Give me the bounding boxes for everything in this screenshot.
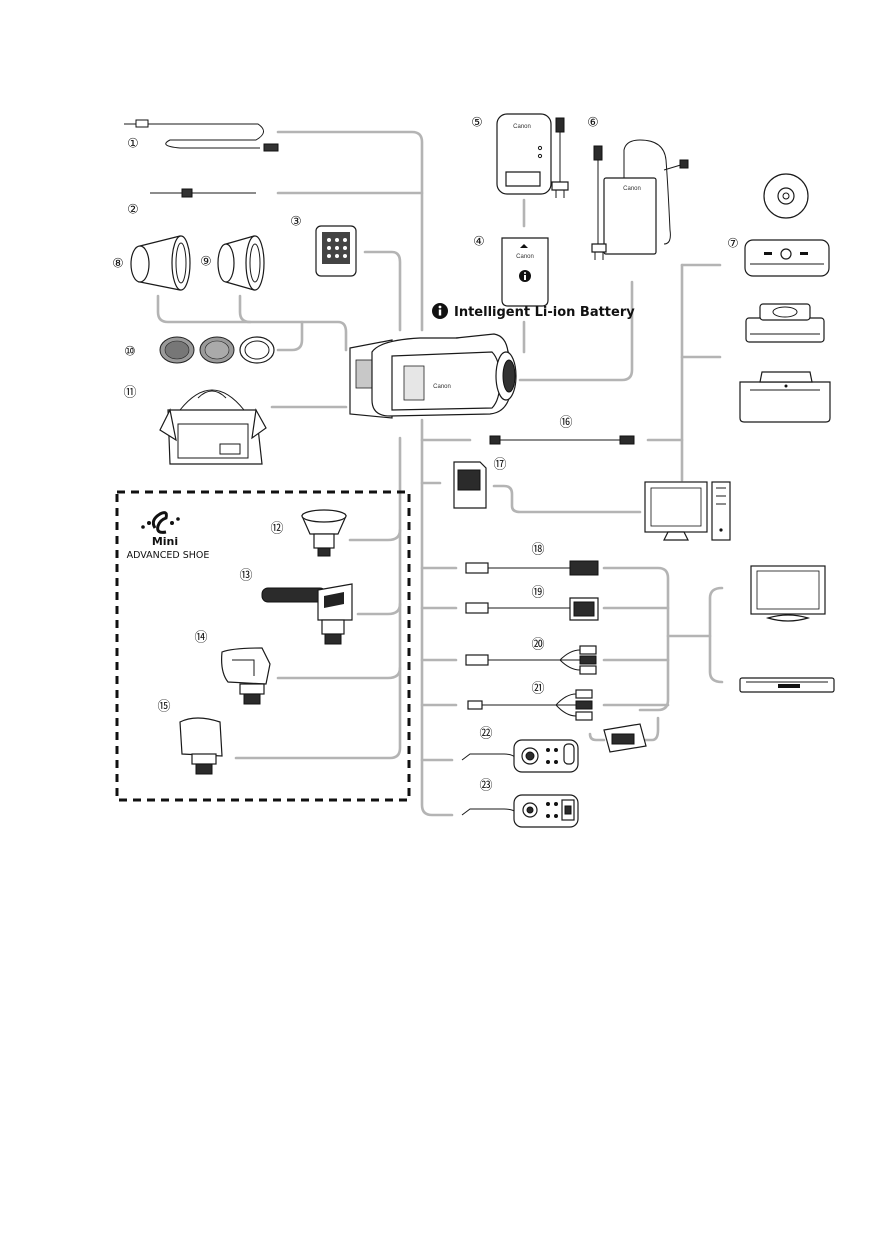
camcorder-brand: Canon	[433, 384, 451, 390]
callout-1: ①	[127, 137, 139, 152]
wrist-strap-illustration	[150, 189, 256, 197]
callout-22: ㉒	[479, 727, 492, 742]
filter-set-illustration	[160, 337, 274, 363]
computer-illustration	[645, 482, 730, 540]
video-flash-light-illustration	[222, 648, 270, 704]
callout-23: ㉓	[479, 779, 492, 794]
stereo-video-cable-illustration	[468, 690, 592, 720]
adapter-brand: Canon	[623, 186, 641, 192]
battery-pack-illustration: Canon	[502, 238, 548, 306]
callout-5: ⑤	[471, 116, 483, 131]
carrying-case-illustration	[160, 390, 266, 464]
callout-16: ⑯	[559, 416, 572, 431]
battery-video-light-illustration	[180, 718, 222, 774]
callout-12: ⑫	[270, 522, 283, 537]
intelligent-battery-text: Intelligent Li-ion Battery	[454, 305, 635, 320]
shoulder-strap-illustration	[124, 120, 278, 151]
callout-17: ⑰	[493, 458, 506, 473]
callout-6: ⑥	[587, 116, 599, 131]
callout-20: ⑳	[531, 638, 544, 653]
vcr-illustration	[740, 678, 834, 692]
scart-adapter-illustration	[604, 724, 646, 752]
wide-converter-illustration	[131, 236, 190, 290]
remote-controller-illustration	[462, 795, 578, 827]
shotgun-microphone-illustration	[262, 584, 352, 644]
callout-19: ⑲	[531, 586, 544, 601]
callout-21: ㉑	[531, 682, 544, 697]
shoe-logo-subtitle: ADVANCED SHOE	[127, 550, 210, 561]
charger-brand: Canon	[513, 124, 531, 130]
inkjet-printer-illustration	[740, 372, 830, 422]
callout-2: ②	[127, 203, 139, 218]
callout-3: ③	[290, 215, 302, 230]
component-cable-illustration	[466, 598, 598, 620]
compact-power-adapter-illustration: Canon	[592, 140, 688, 260]
shoe-logo-title: Mini	[152, 535, 178, 548]
usb-cable-illustration	[490, 436, 634, 444]
callout-15: ⑮	[157, 700, 170, 715]
battery-charger-illustration: Canon	[497, 114, 568, 198]
video-light-illustration	[302, 510, 346, 556]
callout-4: ④	[473, 235, 485, 250]
callout-11: ⑪	[123, 386, 136, 401]
wireless-controller-illustration	[316, 226, 356, 276]
dvd-burner-illustration	[745, 174, 829, 276]
callout-9: ⑨	[200, 255, 212, 270]
callout-8: ⑧	[112, 257, 124, 272]
tele-converter-illustration	[218, 236, 264, 290]
television-illustration	[751, 566, 825, 621]
zoom-remote-controller-illustration	[462, 740, 578, 772]
callout-13: ⑬	[239, 569, 252, 584]
compact-photo-printer-illustration	[746, 304, 824, 342]
callout-10: ⑩	[124, 345, 136, 360]
battery-brand: Canon	[516, 254, 534, 260]
callout-18: ⑱	[531, 543, 544, 558]
camcorder-illustration: Canon	[350, 334, 516, 418]
hdmi-cable-illustration	[466, 561, 598, 575]
memory-card-illustration	[454, 462, 486, 508]
intelligent-battery-label: Intelligent Li-ion Battery	[432, 303, 635, 320]
mini-advanced-shoe-logo: Mini ADVANCED SHOE	[127, 513, 210, 561]
callout-7: ⑦	[727, 237, 739, 252]
callout-14: ⑭	[194, 631, 207, 646]
